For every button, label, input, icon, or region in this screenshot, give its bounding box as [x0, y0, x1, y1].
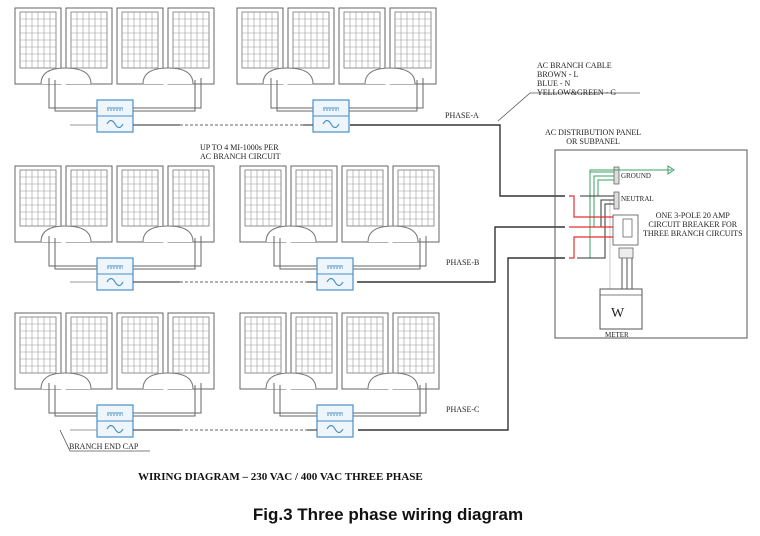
dc-cable — [54, 385, 97, 417]
meter-symbol: W — [611, 306, 625, 321]
cable-legend-brown: BROWN - L — [537, 70, 579, 79]
dc-cable — [353, 383, 427, 414]
panel-title: AC DISTRIBUTION PANEL OR SUBPANEL — [545, 128, 641, 146]
cable-legend-title: AC BRANCH CABLE — [537, 61, 612, 70]
dc-cable — [48, 383, 97, 414]
breaker-label-line: THREE BRANCH CIRCUITS — [643, 229, 743, 238]
ground-wire — [577, 171, 614, 259]
branch-note-line: UP TO 4 MI-1000s PER — [200, 143, 279, 152]
cable-arc — [142, 67, 194, 85]
panel-title-line: AC DISTRIBUTION PANEL — [545, 128, 642, 137]
dc-cable — [133, 383, 202, 414]
cable-arc — [40, 67, 92, 85]
cable-legend: AC BRANCH CABLE BROWN - L BLUE - N YELLO… — [537, 61, 616, 97]
end-cap-leader — [59, 429, 150, 452]
breaker-label-line: CIRCUIT BREAKER FOR — [648, 220, 738, 229]
cable-legend-green: YELLOW&GREEN - G — [537, 88, 617, 97]
ac-sine-icon — [322, 119, 340, 129]
panel-title-line: OR SUBPANEL — [566, 137, 620, 146]
ground-wire — [584, 175, 614, 228]
phase-b-label: PHASE-B — [446, 258, 480, 267]
dc-cable — [279, 385, 317, 417]
dc-cable — [54, 80, 97, 112]
legend-leader — [497, 92, 640, 122]
dc-cable — [353, 238, 421, 270]
dc-cable — [270, 78, 313, 109]
cable-arc — [40, 372, 92, 390]
phase-a-trunk — [350, 124, 565, 197]
dc-cable — [133, 385, 196, 417]
dc-cable — [133, 80, 196, 112]
ac-sine-icon — [326, 277, 344, 287]
dc-cable — [279, 238, 317, 270]
dc-cable — [276, 80, 313, 112]
ground-wire — [580, 179, 614, 197]
cable-arc — [367, 372, 419, 390]
phase-c-label: PHASE-C — [446, 405, 480, 414]
dc-cable — [349, 80, 418, 112]
dc-cable — [273, 236, 317, 267]
cable-arc — [142, 225, 194, 243]
cable-arc — [364, 67, 416, 85]
caption-text: Fig.3 Three phase wiring diagram — [252, 505, 524, 524]
breaker-label: ONE 3-POLE 20 AMP CIRCUIT BREAKER FOR TH… — [643, 211, 743, 238]
ac-sine-icon — [106, 277, 124, 287]
dc-cable — [48, 78, 97, 109]
dc-cable — [133, 78, 202, 109]
dc-cable — [349, 78, 424, 109]
dc-cable — [133, 238, 196, 270]
dc-cable — [54, 238, 97, 270]
ac-sine-icon — [106, 424, 124, 434]
end-cap-label: BRANCH END CAP — [69, 442, 139, 451]
ac-sine-icon — [106, 119, 124, 129]
branch-note-line: AC BRANCH CIRCUIT — [200, 152, 281, 161]
line-wire — [569, 236, 613, 259]
line-wire — [569, 195, 613, 218]
dc-cable — [273, 383, 317, 414]
dc-cable — [133, 236, 202, 267]
meter-socket — [618, 247, 634, 259]
phase-b-trunk — [357, 226, 565, 283]
cable-arc — [142, 372, 194, 390]
cable-arc — [40, 225, 92, 243]
neutral-wire — [577, 203, 614, 259]
ac-sine-icon — [326, 424, 344, 434]
meter — [599, 288, 643, 330]
breaker-label-line: ONE 3-POLE 20 AMP — [655, 211, 730, 220]
ground-label: GROUND — [621, 172, 651, 180]
distribution-panel — [554, 149, 748, 339]
ground-symbol-icon — [667, 165, 675, 175]
cable-arc — [265, 225, 317, 243]
neutral-bar — [613, 191, 620, 210]
meter-label: METER — [605, 331, 629, 339]
neutral-label: NEUTRAL — [621, 195, 654, 203]
cable-arc — [262, 67, 314, 85]
cable-arc — [367, 225, 419, 243]
branch-note: UP TO 4 MI-1000s PER AC BRANCH CIRCUIT — [200, 143, 280, 161]
dc-cable — [353, 385, 421, 417]
diagram-title: WIRING DIAGRAM – 230 VAC / 400 VAC THREE… — [138, 471, 423, 483]
dc-cable — [353, 236, 427, 267]
cable-arc — [265, 372, 317, 390]
breaker-handle — [622, 218, 633, 238]
phase-c-trunk — [358, 257, 565, 431]
figure-caption: Fig.3 Three phase wiring diagram — [0, 505, 760, 525]
dc-cable — [48, 236, 97, 267]
cable-legend-blue: BLUE - N — [537, 79, 571, 88]
phase-a-label: PHASE-A — [445, 111, 479, 120]
